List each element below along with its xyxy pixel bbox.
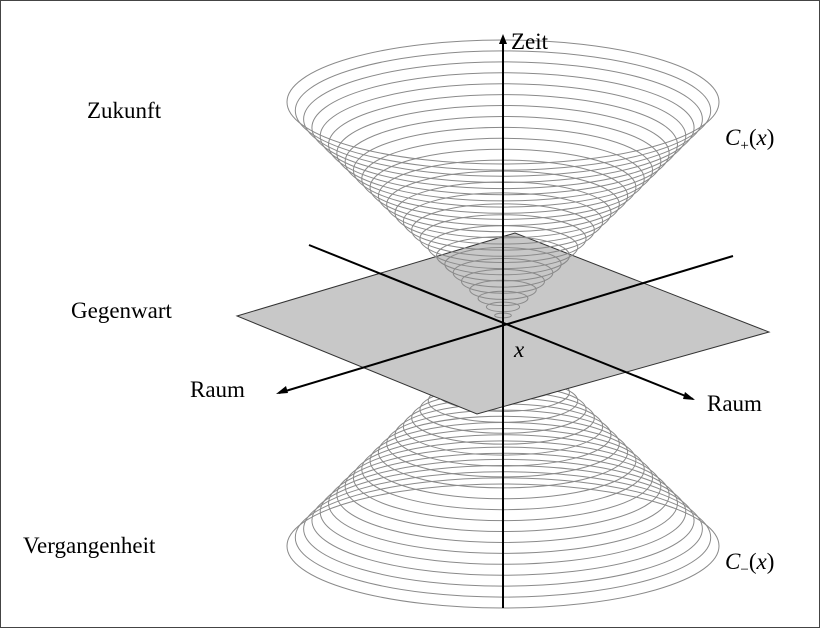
event-point-label: x xyxy=(513,337,525,362)
space-axis-left-label: Raum xyxy=(190,377,245,402)
present-label: Gegenwart xyxy=(71,298,173,323)
time-axis-label: Zeit xyxy=(511,29,549,54)
space-axis-1 xyxy=(308,244,694,400)
past-cone-argument-open: ( xyxy=(749,549,757,574)
future-label: Zukunft xyxy=(87,98,162,123)
past-cone-argument-close: ) xyxy=(767,549,775,574)
future-cone-argument: x xyxy=(755,125,767,150)
past-cone-argument: x xyxy=(755,549,767,574)
future-cone-argument-close: ) xyxy=(767,125,775,150)
future-cone-argument-open: ( xyxy=(749,125,757,150)
space-axis-2 xyxy=(278,255,734,394)
past-cone-label: C−(x) xyxy=(725,549,774,578)
future-cone-label: C+(x) xyxy=(725,125,774,154)
future-cone-symbol: C xyxy=(725,125,741,150)
space-axis-right-label: Raum xyxy=(707,391,762,416)
space-axis-2-arrowhead xyxy=(276,386,288,394)
past-label: Vergangenheit xyxy=(23,533,156,558)
time-axis-arrowhead xyxy=(499,34,507,44)
future-cone-subscript: + xyxy=(740,138,748,154)
space-axis-1-arrowhead xyxy=(683,392,695,400)
past-cone-subscript: − xyxy=(740,562,748,578)
past-cone-symbol: C xyxy=(725,549,741,574)
